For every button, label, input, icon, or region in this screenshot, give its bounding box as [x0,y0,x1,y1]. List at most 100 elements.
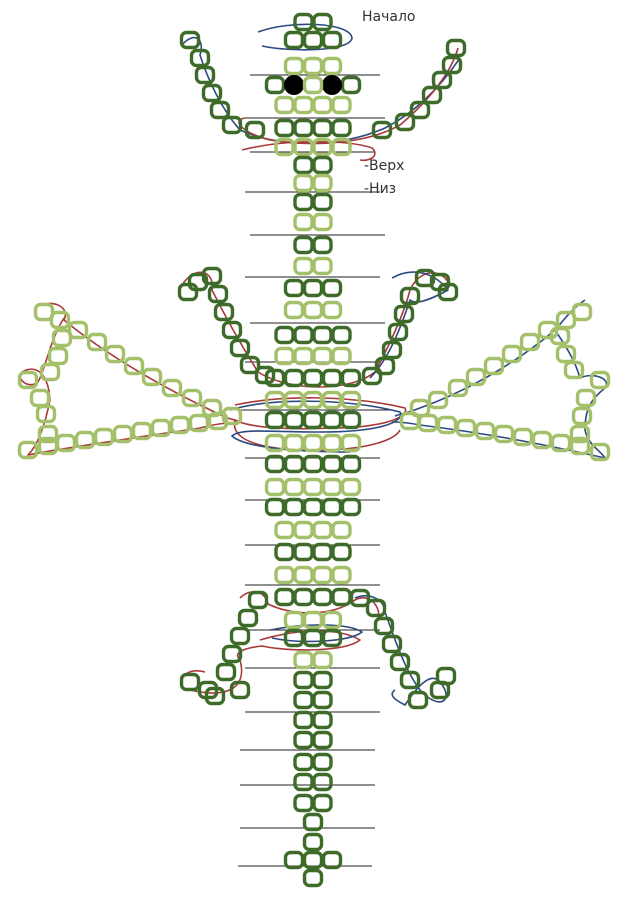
body-bead [314,796,331,811]
body-bead [276,590,293,605]
wing-bead [566,363,583,378]
body-bead [314,15,331,30]
body-bead [305,59,322,74]
leg-bead [182,675,199,690]
body-bead [314,733,331,748]
body-bead [305,393,322,408]
body-bead [295,693,312,708]
arm-bead [424,88,441,103]
body-bead [314,328,331,343]
wing-bead [522,335,539,350]
body-bead [324,59,341,74]
body-bead [295,328,312,343]
body-bead [286,613,303,628]
body-bead [286,281,303,296]
head-bead [267,78,284,93]
head-bead [305,78,322,93]
body-bead [333,590,350,605]
body-bead [295,15,312,30]
body-bead [295,195,312,210]
body-bead [295,523,312,538]
wing-bead [558,347,575,362]
body-bead [333,98,350,113]
eye-bead [284,75,304,95]
leg-bead [240,611,257,626]
body-bead [314,755,331,770]
body-bead [305,480,322,495]
body-bead [286,436,303,451]
body-bead [276,349,293,364]
beads [20,15,609,886]
body-bead [276,545,293,560]
wing-bead [439,418,456,433]
body-bead [295,653,312,668]
body-bead [295,349,312,364]
body-bead [267,480,284,495]
leg-bead [180,285,197,300]
head-bead [343,78,360,93]
body-bead [295,673,312,688]
body-bead [324,500,341,515]
body-bead [343,413,360,428]
wing-bead [32,391,49,406]
body-bead [333,349,350,364]
wing-bead [54,331,71,346]
body-bead [324,303,341,318]
body-bead [276,328,293,343]
body-bead [286,303,303,318]
leg-bead [232,629,249,644]
body-bead [305,303,322,318]
body-bead [324,33,341,48]
top-label: -Верх [364,159,404,173]
body-bead [286,371,303,386]
leg-bead [224,323,241,338]
wing-bead [515,430,532,445]
body-bead [305,436,322,451]
body-bead [276,523,293,538]
wing-bead [42,365,59,380]
body-bead [314,775,331,790]
wing-bead [430,393,447,408]
body-bead [343,457,360,472]
body-bead [305,853,322,868]
body-bead [286,480,303,495]
body-bead [295,545,312,560]
body-bead [295,158,312,173]
body-bead [295,176,312,191]
body-bead [295,755,312,770]
wing-bead [450,381,467,396]
body-bead [295,775,312,790]
body-bead [314,259,331,274]
body-bead [314,158,331,173]
body-bead [343,480,360,495]
body-bead [286,33,303,48]
body-bead [295,796,312,811]
leg-bead [410,693,427,708]
body-bead [286,853,303,868]
body-bead [314,713,331,728]
body-bead [324,853,341,868]
body-bead [305,500,322,515]
body-bead [314,653,331,668]
body-bead [295,98,312,113]
wing-bead [144,370,161,385]
arm-bead [182,33,199,48]
body-bead [295,590,312,605]
body-bead [305,457,322,472]
body-bead [343,500,360,515]
wing-bead [477,424,494,439]
body-bead [295,238,312,253]
body-bead [314,121,331,136]
arm-bead [204,86,221,101]
wing-bead [486,359,503,374]
wing-bead [402,414,419,429]
body-bead [324,371,341,386]
body-bead [333,523,350,538]
eye-bead [322,75,342,95]
wing-bead [592,373,609,388]
leg-bead [218,665,235,680]
body-bead [314,673,331,688]
body-bead [314,568,331,583]
body-bead [276,568,293,583]
